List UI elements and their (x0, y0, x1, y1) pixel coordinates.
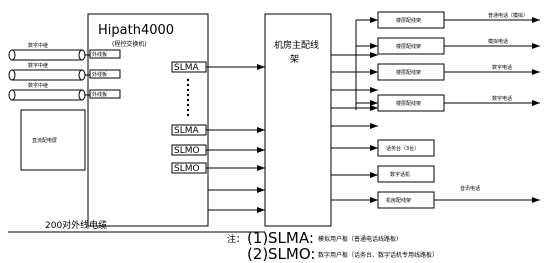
right-label-1: 普通电话（模拟） (488, 12, 528, 19)
right-label-3: 数字电话 (492, 64, 512, 71)
floor-box-label-3: 楼层配线架 (396, 69, 421, 76)
trunk-port-label-3: 外线板 (92, 91, 107, 98)
pbx-box (87, 13, 209, 227)
slmo-label-2: SLMO (174, 164, 200, 174)
cable-label: 200对外线电缆 (45, 219, 107, 231)
note-line2-code: SLMO: (268, 245, 315, 263)
operator-box (377, 139, 435, 157)
trunk-label-2: 数字中继 (28, 62, 48, 69)
power-label: 直流配电屏 (32, 137, 57, 144)
mdf-label-part1: 机房主配线 (274, 39, 319, 51)
trunk-port-1 (89, 49, 121, 59)
trunk-label-3: 数字中继 (28, 82, 48, 89)
trunk-cylinders (8, 49, 86, 101)
mdf-box (264, 13, 332, 227)
slmo-label-1: SLMO (174, 146, 200, 156)
note-line1-text: 模拟用户板（普通电话线路板） (318, 235, 402, 243)
note-line1-num: (1) (247, 229, 268, 247)
floor-box-label-2: 楼层配线架 (396, 43, 421, 50)
ellipsis-dots (186, 78, 190, 117)
room-label: 机房配线架 (386, 197, 411, 204)
note-line2-num: (2) (247, 245, 268, 263)
right-label-4: 数字电话 (492, 95, 512, 102)
right-label-7: 音讯电话 (460, 185, 480, 192)
trunk-port-3 (89, 89, 121, 99)
note-line2-text: 数字用户板（话务台、数字话机专用线路板） (318, 251, 438, 259)
note-line1-code: SLMA: (268, 229, 314, 247)
trunk-port-label-2: 外线板 (92, 71, 107, 78)
trunk-label-1: 数字中继 (28, 42, 48, 49)
pbx-title: Hipath4000 (98, 23, 174, 38)
pbx-subtitle: (程控交换机) (112, 40, 147, 48)
slma-label-1: SLMA (174, 63, 199, 73)
trunk-port-2 (89, 69, 121, 79)
digital-phone-box (377, 165, 435, 183)
note-prefix: 注： (227, 233, 245, 245)
digital-phone-label: 数字话机 (390, 171, 410, 178)
operator-label: 话务台（3台） (386, 145, 419, 152)
right-label-2: 模拟电话 (488, 38, 508, 45)
floor-box-label-4: 楼层配线架 (396, 100, 421, 107)
mdf-label-part2: 架 (290, 54, 299, 65)
floor-box-label-1: 楼层配线架 (396, 17, 421, 24)
slma-label-2: SLMA (174, 126, 199, 136)
power-box (20, 109, 86, 171)
trunk-port-label-1: 外线板 (92, 51, 107, 58)
